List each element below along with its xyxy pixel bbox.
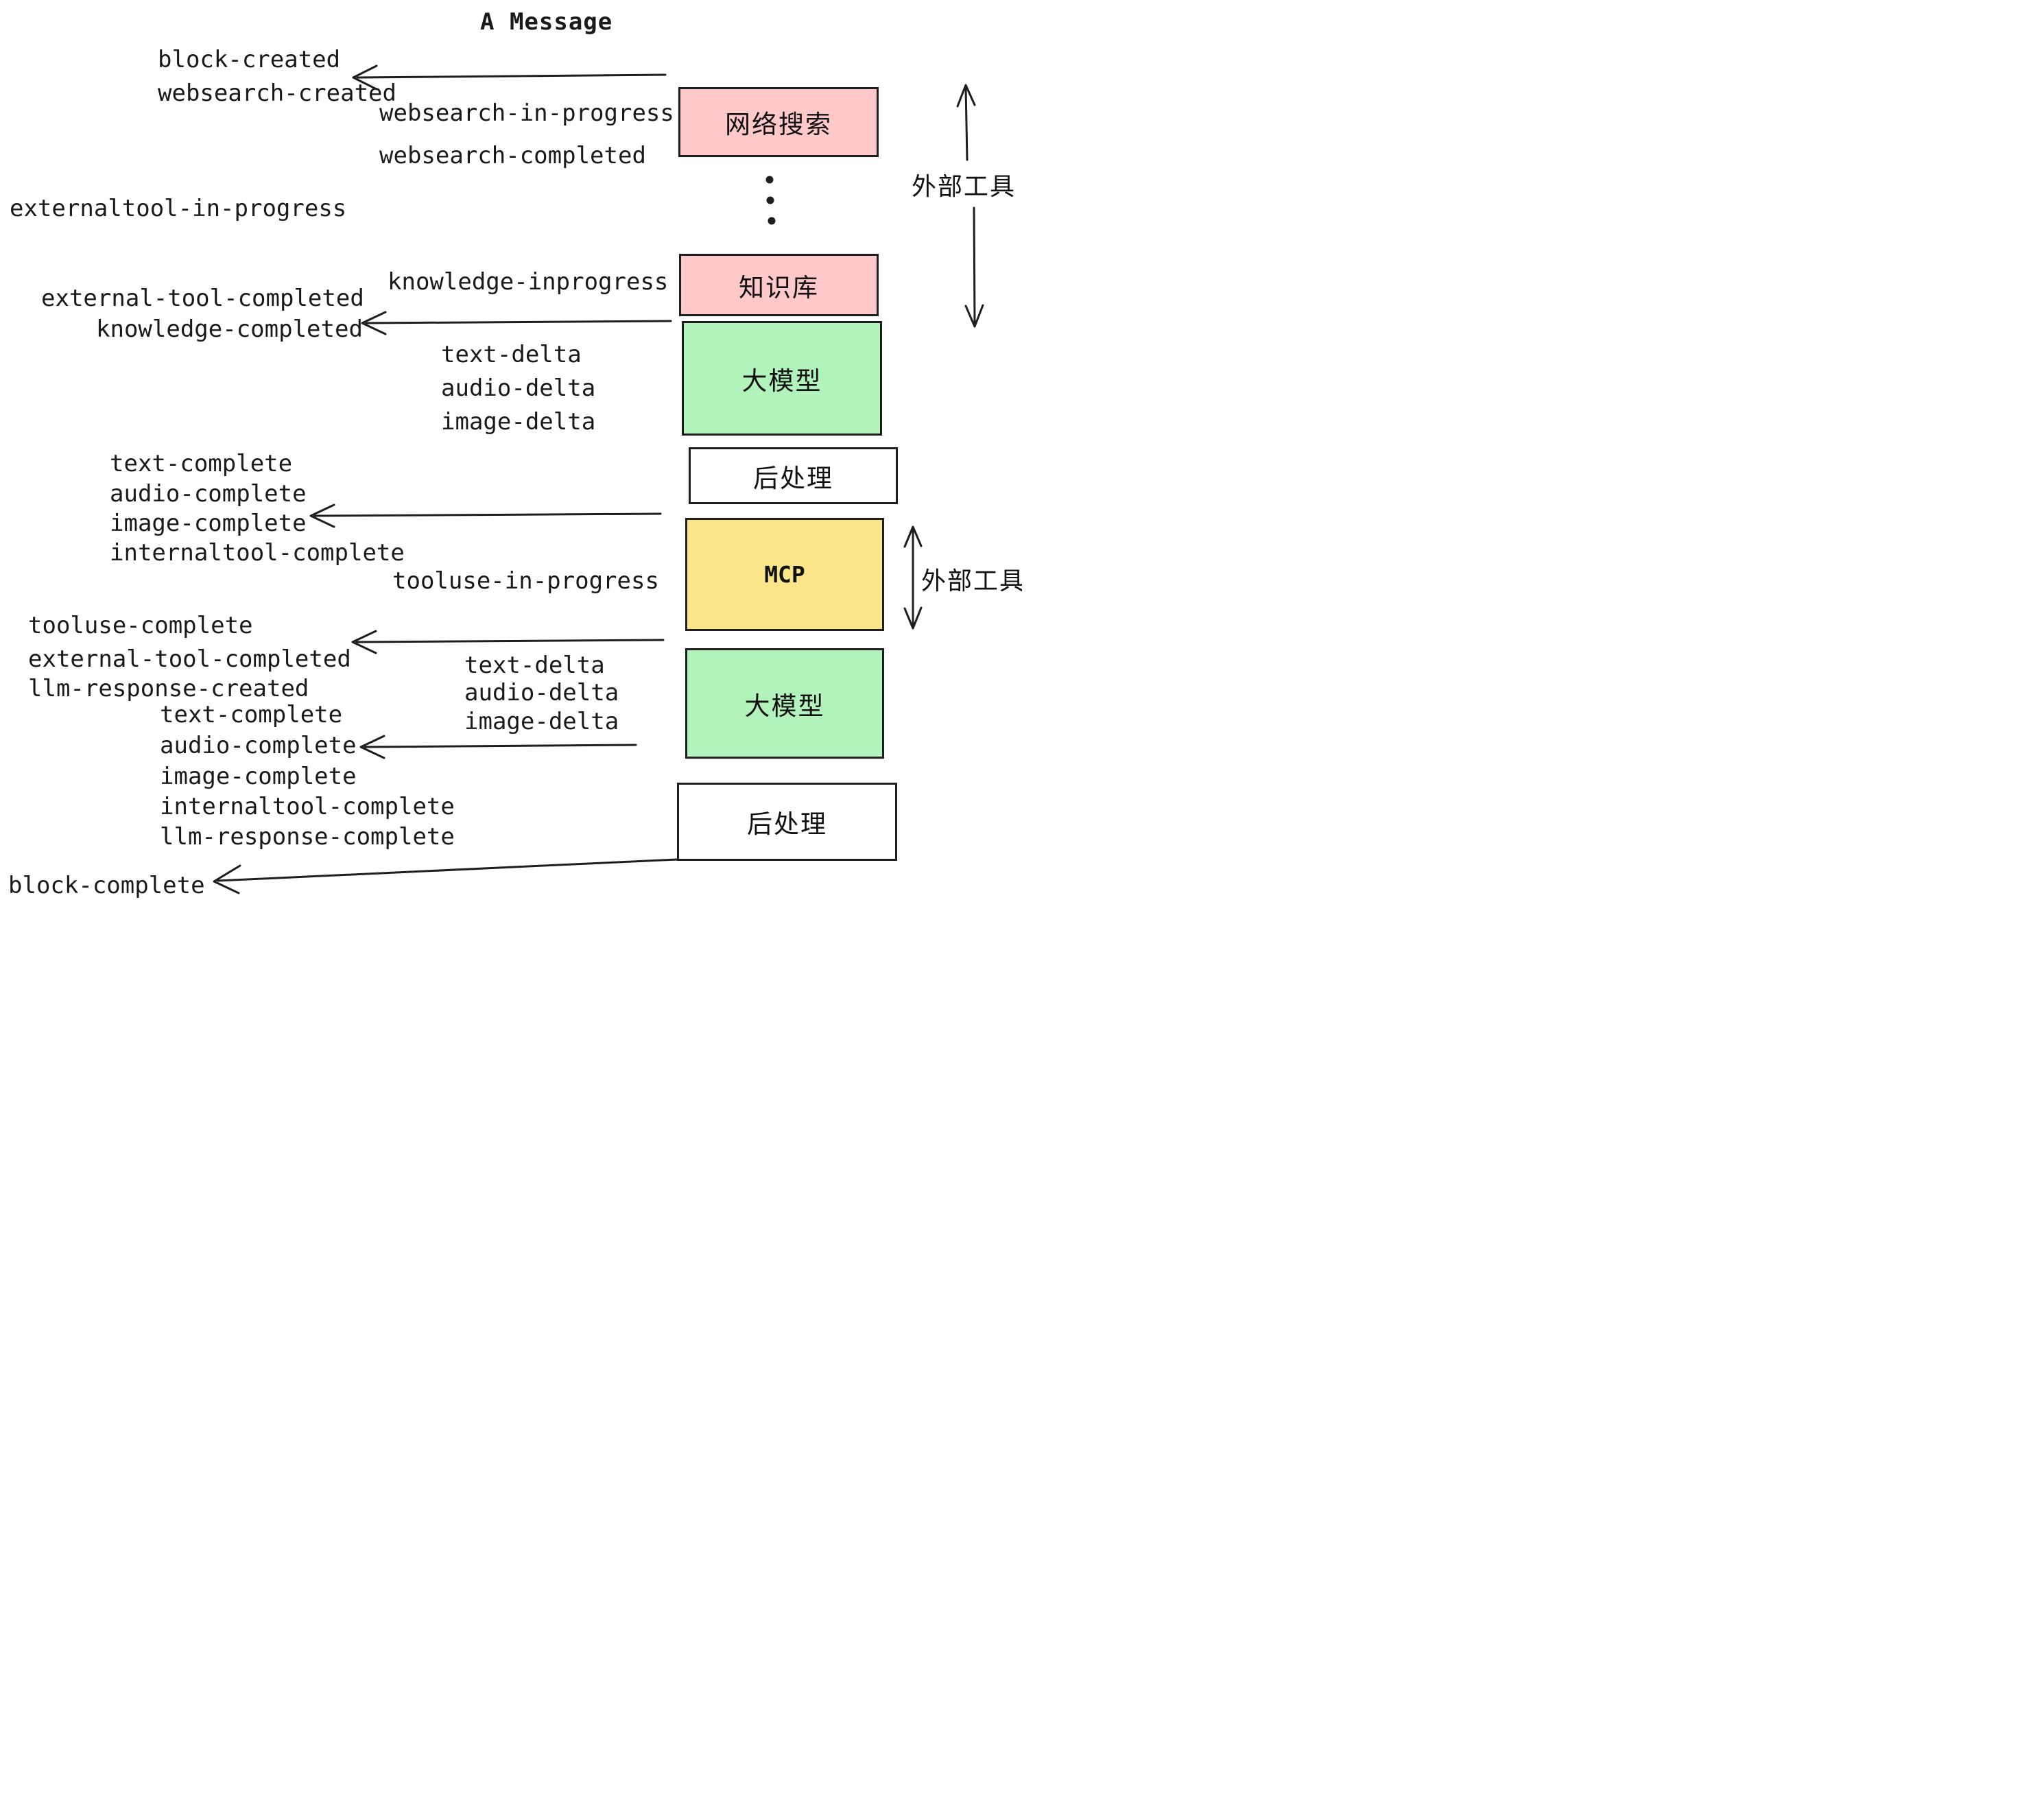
event-label-knowledge-completed: knowledge-completed (96, 316, 363, 343)
event-label-audio-delta-2: audio-delta (464, 679, 619, 707)
arrow-left-icon (361, 311, 672, 335)
box-mcp: MCP (685, 518, 884, 631)
event-label-block-complete: block-complete (8, 872, 205, 899)
box-knowledge-base-label: 知识库 (739, 272, 819, 302)
event-label-llm-response-created: llm-response-created (28, 675, 309, 702)
external-tools-label-1: 外部工具 (912, 173, 1017, 201)
box-llm-2: 大模型 (685, 648, 884, 759)
event-label-websearch-created: websearch-created (158, 80, 396, 107)
event-label-image-delta-1: image-delta (441, 408, 596, 436)
event-label-knowledge-inprogress: knowledge-inprogress (388, 268, 669, 296)
arrow-up-down-icon (903, 525, 923, 630)
event-label-external-tool-completed: external-tool-completed (41, 285, 364, 312)
event-label-text-complete-1: text-complete (110, 450, 293, 477)
box-websearch: 网络搜索 (678, 87, 879, 157)
event-label-audio-delta-1: audio-delta (441, 375, 596, 402)
event-label-llm-response-complete: llm-response-complete (160, 823, 455, 851)
event-label-image-delta-2: image-delta (464, 708, 619, 735)
arrow-down-icon (964, 206, 984, 328)
event-label-externaltool-in-progress: externaltool-in-progress (10, 195, 347, 222)
arrow-left-diagonal-icon (213, 858, 678, 894)
arrow-left-icon (352, 64, 667, 91)
arrow-left-icon (359, 735, 637, 759)
event-label-text-complete-2: text-complete (160, 701, 343, 728)
diagram-canvas: A Message block-created websearch-create… (0, 0, 1022, 902)
event-label-image-complete-1: image-complete (110, 510, 307, 537)
arrow-up-icon (956, 84, 976, 161)
event-label-audio-complete-2: audio-complete (160, 732, 357, 759)
ellipsis-dots-icon (765, 176, 776, 225)
box-postprocess-2: 后处理 (677, 783, 897, 861)
external-tools-label-2: 外部工具 (921, 567, 1022, 595)
box-llm-1-label: 大模型 (741, 366, 822, 396)
arrow-left-icon (351, 630, 665, 654)
event-label-tooluse-in-progress: tooluse-in-progress (392, 567, 659, 595)
arrow-left-icon (309, 503, 662, 528)
event-label-image-complete-2: image-complete (160, 763, 357, 790)
event-label-external-tool-completed-2: external-tool-completed (28, 645, 351, 673)
event-label-text-delta-1: text-delta (441, 341, 582, 368)
event-label-internaltool-complete-1: internaltool-complete (110, 539, 405, 567)
event-label-block-created: block-created (158, 46, 341, 73)
event-label-websearch-completed: websearch-completed (379, 142, 646, 169)
box-knowledge-base: 知识库 (679, 254, 879, 316)
page-title: A Message (480, 8, 613, 36)
box-postprocess-1: 后处理 (689, 447, 898, 504)
box-postprocess-1-label: 后处理 (753, 463, 833, 493)
box-websearch-label: 网络搜索 (725, 110, 832, 139)
box-mcp-label: MCP (764, 561, 805, 588)
event-label-websearch-in-progress: websearch-in-progress (379, 99, 674, 127)
box-llm-2-label: 大模型 (744, 691, 825, 721)
box-llm-1: 大模型 (682, 321, 882, 436)
event-label-internaltool-complete-2: internaltool-complete (160, 793, 455, 820)
box-postprocess-2-label: 后处理 (747, 809, 827, 839)
event-label-audio-complete-1: audio-complete (110, 480, 307, 508)
event-label-tooluse-complete: tooluse-complete (28, 612, 253, 639)
event-label-text-delta-2: text-delta (464, 652, 605, 679)
